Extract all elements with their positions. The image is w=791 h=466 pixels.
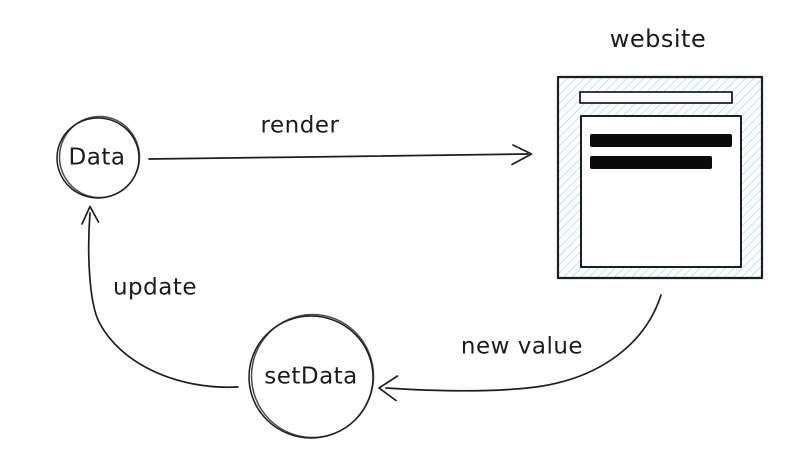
render-arrow bbox=[148, 144, 533, 166]
update-edge-label: update bbox=[112, 274, 198, 301]
data-node-circle bbox=[56, 115, 141, 199]
new-value-arrowhead bbox=[378, 375, 399, 402]
website-window bbox=[556, 75, 764, 280]
website-node-label: website bbox=[609, 25, 707, 53]
update-arrow bbox=[81, 205, 239, 389]
website-text-bar-1 bbox=[590, 134, 732, 147]
render-edge-label: render bbox=[260, 112, 340, 139]
update-arrowhead bbox=[81, 205, 100, 225]
setdata-node-label: setData bbox=[264, 363, 358, 390]
website-address-bar bbox=[579, 91, 733, 104]
new-value-arrow bbox=[378, 294, 662, 402]
setdata-node-circle bbox=[248, 313, 375, 439]
render-arrowhead bbox=[511, 144, 533, 166]
new-value-edge-label: new value bbox=[460, 333, 584, 360]
data-node-label: Data bbox=[68, 144, 126, 171]
website-text-bar-2 bbox=[590, 156, 712, 169]
